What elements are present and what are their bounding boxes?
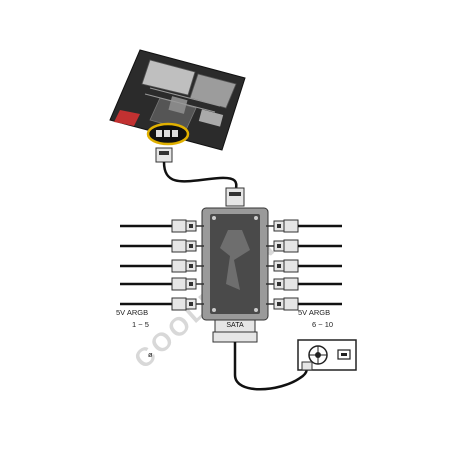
left-output-2: [120, 239, 204, 253]
left-output-4: [120, 277, 204, 291]
right-outputs: [266, 219, 342, 311]
left-output-1: [120, 219, 204, 233]
mb-cable: [155, 147, 245, 207]
right-output-10: [266, 297, 342, 311]
right-group-label: 5V ARGB: [298, 308, 331, 317]
right-output-9: [266, 277, 342, 291]
power-supply: [297, 339, 357, 371]
stray-mark: ø: [148, 350, 153, 359]
right-output-8: [266, 259, 342, 273]
motherboard: [109, 49, 246, 151]
left-output-3: [120, 259, 204, 273]
left-group-range: 1 ~ 5: [132, 320, 149, 329]
right-output-6: [266, 219, 342, 233]
left-group-label: 5V ARGB: [116, 308, 149, 317]
left-output-5: [120, 297, 204, 311]
left-outputs: [120, 219, 204, 311]
hub: [201, 207, 269, 343]
right-group-range: 6 ~ 10: [312, 320, 334, 329]
sata-cable: [233, 342, 308, 391]
right-output-7: [266, 239, 342, 253]
sata-label: SATA: [226, 322, 244, 329]
